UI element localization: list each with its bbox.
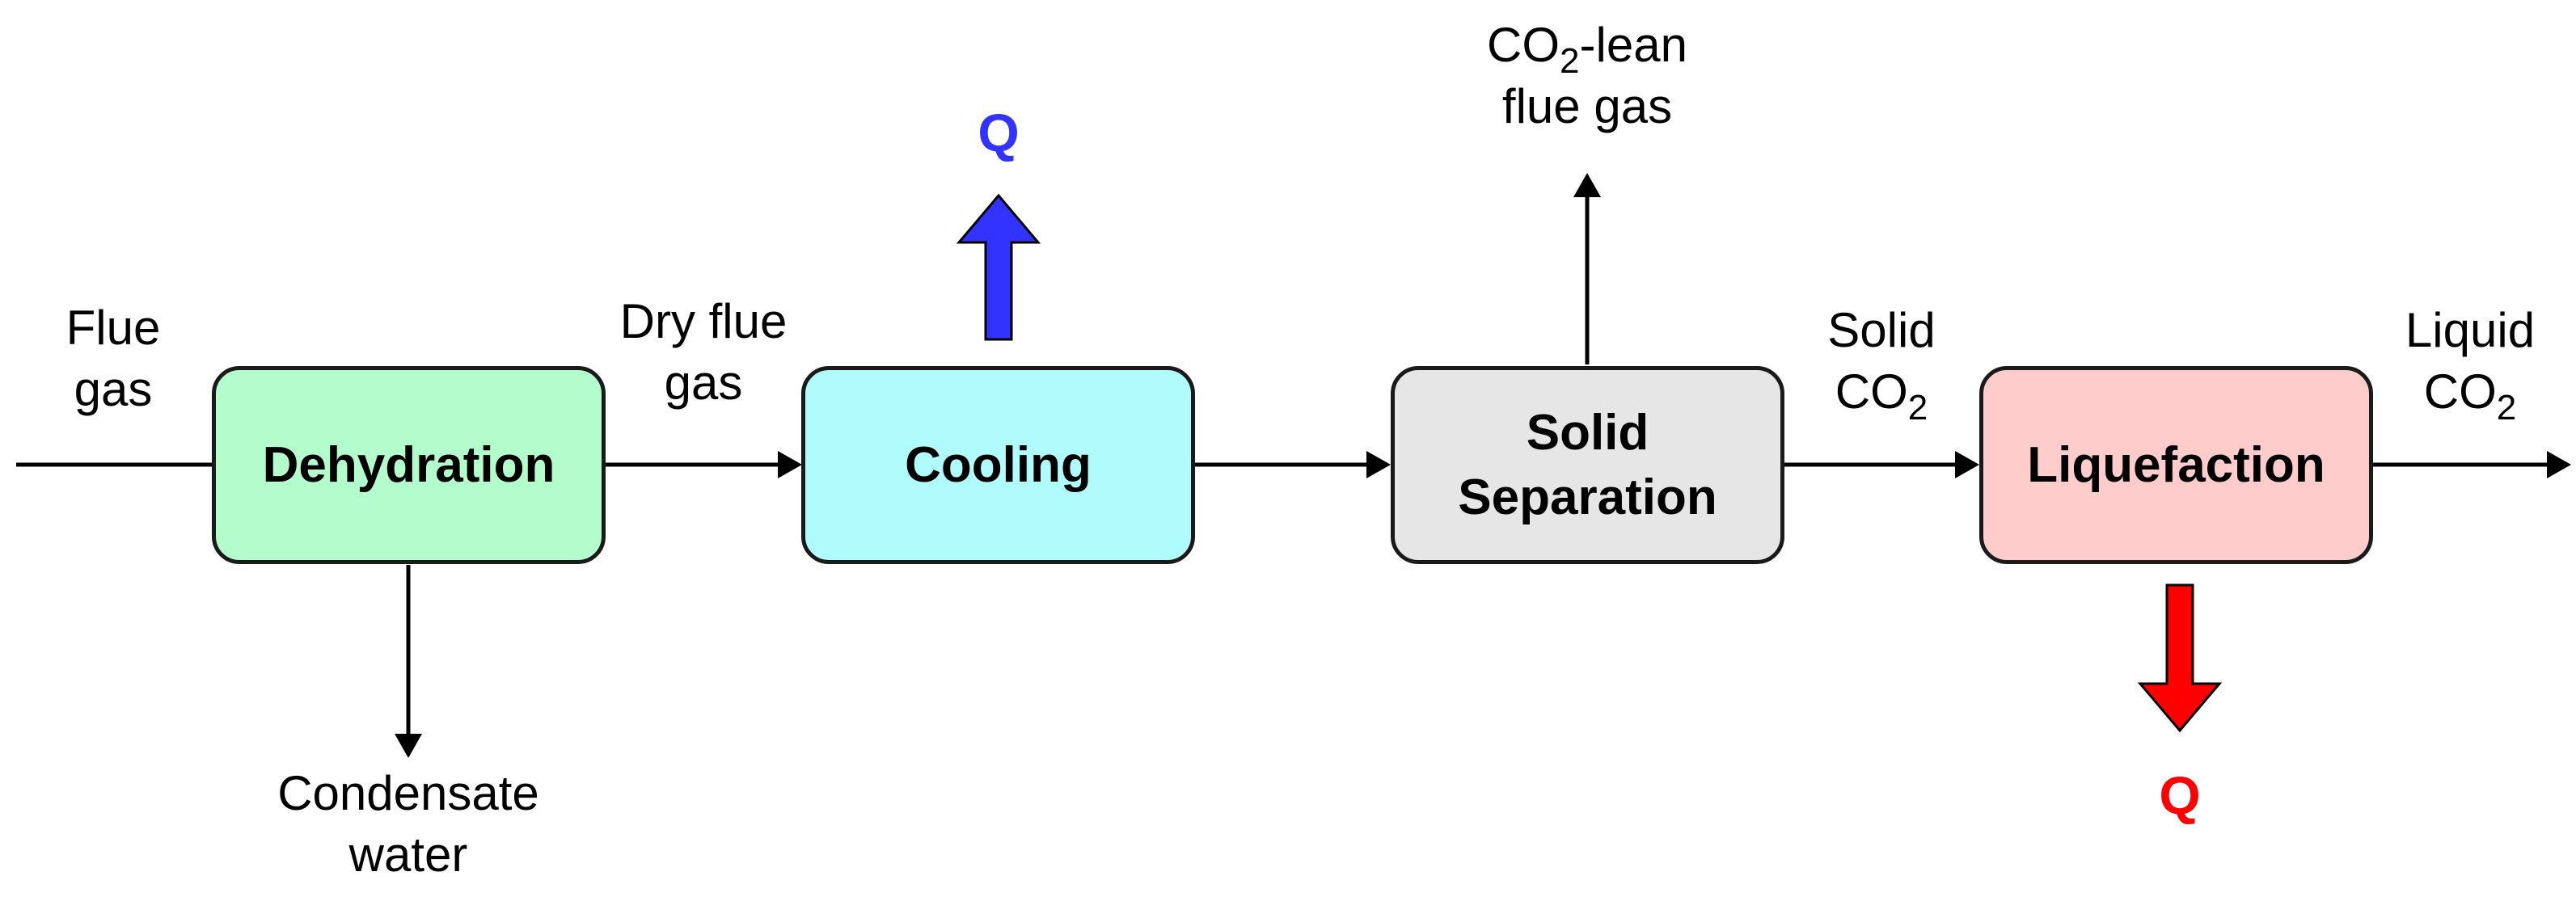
co2-lean-arrowhead: [1573, 173, 1601, 197]
liquefaction-heat-label: Q: [2159, 765, 2201, 825]
solid-separation-label-line2: Separation: [1458, 469, 1717, 525]
solid-co2-label: Solid CO2: [1827, 303, 1936, 427]
flue-gas-label: Flue gas: [65, 301, 161, 416]
co2-lean-flue-gas-label: CO2-lean flue gas: [1487, 18, 1687, 133]
cooling-box: Cooling: [801, 366, 1195, 564]
condensate-water-label: Condensate water: [277, 766, 539, 882]
cooled-gas-arrowhead: [1366, 451, 1391, 478]
cooling-heat-arrow: [956, 193, 1041, 341]
dry-flue-gas-label: Dry flue gas: [619, 294, 788, 410]
liquefaction-heat-arrow: [2137, 583, 2223, 733]
dehydration-box: Dehydration: [212, 366, 606, 564]
dehydration-label: Dehydration: [262, 436, 555, 493]
cooling-label: Cooling: [905, 436, 1092, 493]
liquid-co2-label: Liquid CO2: [2405, 303, 2536, 427]
solid-separation-box: Solid Separation: [1391, 366, 1784, 564]
solid-co2-arrowhead: [1955, 451, 1979, 478]
liquefaction-label: Liquefaction: [2027, 436, 2325, 493]
liquefaction-box: Liquefaction: [1979, 366, 2373, 564]
condensate-arrowhead: [395, 734, 422, 758]
dry-flue-gas-arrowhead: [778, 451, 802, 478]
solid-separation-label-line1: Solid: [1526, 404, 1649, 461]
liquid-co2-arrowhead: [2547, 451, 2571, 478]
cooling-heat-label: Q: [978, 103, 1020, 162]
